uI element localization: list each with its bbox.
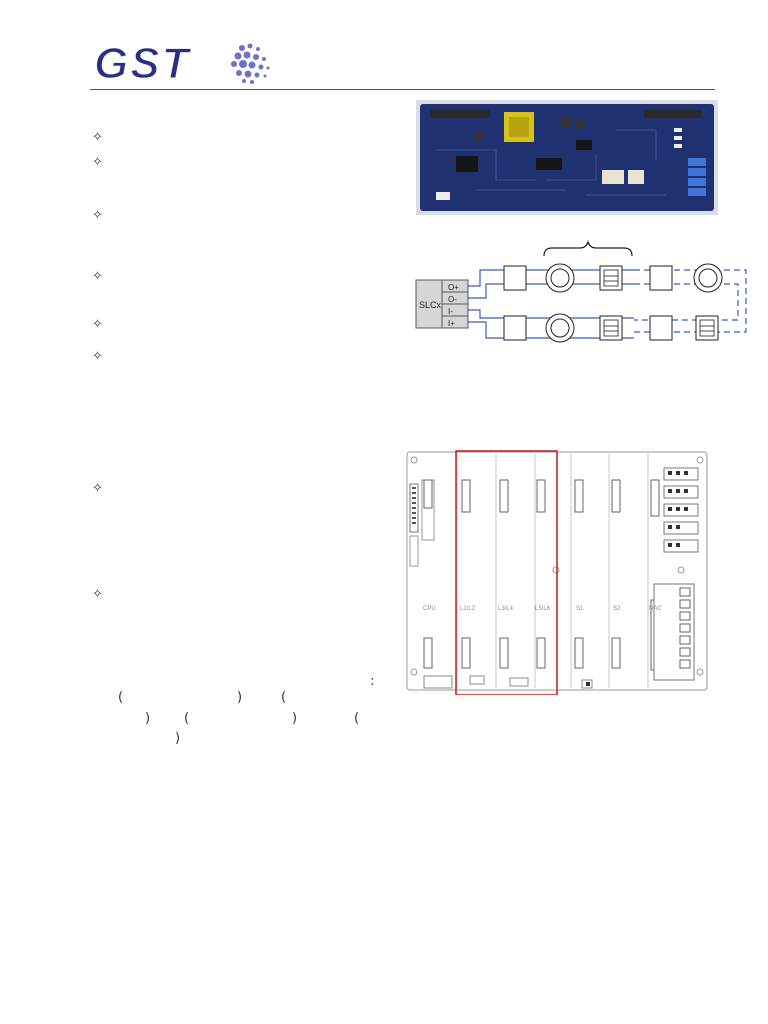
paren-mark: (	[184, 711, 190, 726]
slot-label: L5/L6	[535, 606, 551, 612]
paren-mark: )	[237, 690, 243, 705]
module-box	[649, 265, 673, 291]
bullet-icon: ✧	[92, 130, 103, 145]
terminal-label: I+	[448, 319, 455, 328]
slot-label: L3/L4	[498, 606, 514, 612]
group-brace	[543, 240, 633, 257]
gst-logo: GST	[92, 38, 277, 89]
slot-label: L1/L2	[460, 606, 476, 612]
paren-mark: (	[354, 711, 360, 726]
slot-label: S2	[613, 606, 621, 612]
panel-layout-diagram: CPU L1/L2 L3/L4 L5/L6 S1 S2 NAC	[406, 450, 710, 696]
bullet-icon: ✧	[92, 269, 103, 284]
bullet-icon: ✧	[92, 317, 103, 332]
slot-label: S1	[576, 606, 584, 612]
module-box	[503, 265, 527, 291]
controller-label: SLCx	[419, 300, 442, 310]
logo-wordmark: GST	[94, 39, 192, 86]
slot-label: NAC	[649, 606, 662, 612]
bullet-icon: ✧	[92, 481, 103, 496]
circuit-board-photo	[416, 100, 718, 215]
bullet-icon: ✧	[92, 208, 103, 223]
bullet-icon: ✧	[92, 155, 103, 170]
module-box	[503, 315, 527, 341]
module-box	[649, 315, 673, 341]
colon-mark: :	[370, 674, 375, 689]
header-rule	[90, 89, 715, 90]
paren-mark: (	[281, 690, 287, 705]
paren-mark: )	[145, 711, 151, 726]
wiring-diagram: SLCx O+ O- I- I+	[410, 240, 750, 350]
bullet-icon: ✧	[92, 587, 103, 602]
paren-mark: (	[118, 690, 124, 705]
slot-label: CPU	[423, 606, 436, 612]
terminal-label: O-	[448, 295, 457, 304]
bullet-icon: ✧	[92, 349, 103, 364]
terminal-label: O+	[448, 283, 459, 292]
terminal-label: I-	[448, 307, 453, 316]
paren-mark: )	[292, 711, 298, 726]
paren-mark: )	[175, 731, 181, 746]
